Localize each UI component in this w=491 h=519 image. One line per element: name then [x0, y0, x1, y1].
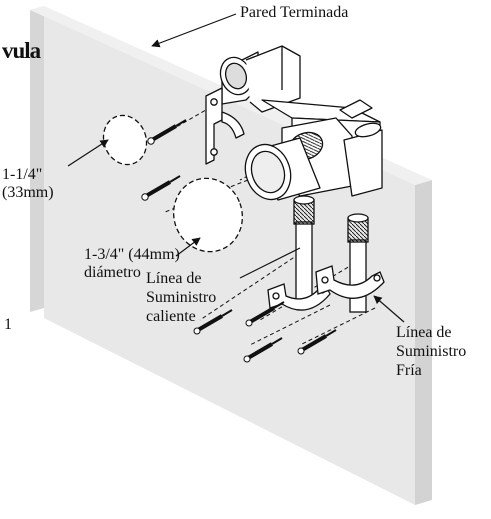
arrow-finished-wall	[151, 13, 237, 48]
screw-strap-4	[297, 329, 337, 355]
label-hot-line-2: Suministro	[146, 289, 217, 306]
arrow-large-hole	[175, 237, 201, 257]
screw-strap-2	[245, 301, 285, 327]
label-small-hole-metric: (33mm)	[2, 184, 54, 201]
valve-body	[205, 45, 383, 201]
pipe-strap-cold	[315, 265, 385, 299]
screw-strap-1	[193, 309, 233, 335]
label-cold-line-3: Fría	[396, 362, 422, 379]
leader-lines	[67, 13, 405, 323]
wall-side	[415, 180, 432, 505]
label-hot-line-1: Línea de	[146, 270, 202, 287]
label-large-hole-size: 1-3/4" (44mm)	[84, 246, 180, 263]
wall-edge	[30, 6, 44, 312]
screw-strap-3	[243, 337, 283, 363]
screw-lower	[141, 175, 181, 201]
hot-supply-pipe	[293, 195, 315, 301]
screw-upper	[147, 119, 187, 145]
label-small-hole-size: 1-1/4"	[2, 166, 43, 183]
arrow-cold	[373, 295, 405, 323]
label-large-hole-diameter: diámetro	[84, 264, 141, 281]
arrow-small-hole	[67, 139, 109, 167]
label-finished-wall: Pared Terminada	[240, 4, 349, 21]
valve-screws	[141, 119, 187, 201]
hole-outline-large	[172, 177, 244, 253]
label-hot-line-3: caliente	[146, 308, 196, 325]
left-fragment: 1	[4, 316, 12, 333]
strap-screws	[193, 301, 337, 363]
label-cold-line-2: Suministro	[396, 343, 467, 360]
hole-outline-small	[102, 114, 148, 166]
label-cold-line-1: Línea de	[396, 324, 452, 341]
heading-fragment: vula	[2, 38, 41, 63]
leader-hot	[239, 247, 301, 279]
